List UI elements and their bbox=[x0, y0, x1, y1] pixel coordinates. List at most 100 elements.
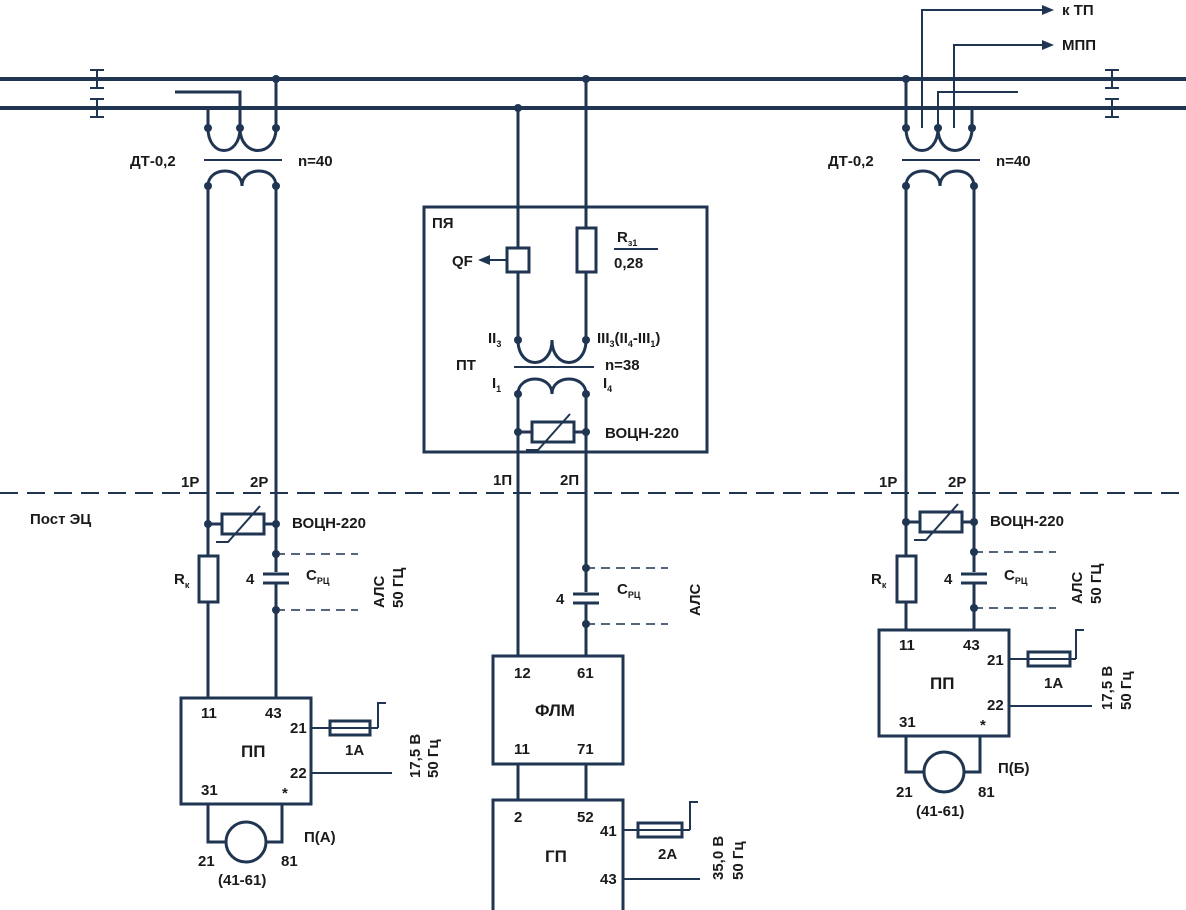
rails bbox=[0, 69, 1186, 118]
right-choke-transformer bbox=[902, 5, 1054, 190]
left-resistor-rk bbox=[197, 554, 220, 604]
left-pp-star: * bbox=[282, 785, 288, 802]
left-pp-pin-43: 43 bbox=[265, 705, 282, 722]
left-pp-pin-11: 11 bbox=[201, 705, 217, 722]
left-term-2r: 2Р bbox=[250, 474, 268, 491]
left-als-freq: 50 ГЦ bbox=[390, 568, 407, 608]
output-ktp-label: к ТП bbox=[1062, 2, 1094, 19]
left-cap-num: 4 bbox=[246, 571, 255, 588]
right-pp-pin-11: 11 bbox=[899, 637, 915, 654]
pt-iii3-label: III3(II4-III1) bbox=[597, 330, 660, 349]
left-relay-coil bbox=[224, 820, 268, 864]
gp-pin-43: 43 bbox=[600, 871, 617, 888]
left-choke-transformer bbox=[175, 75, 282, 190]
left-relay-pin-21: 21 bbox=[198, 853, 215, 870]
center-supply-volt: 35,0 В bbox=[710, 836, 727, 880]
insulating-joint-right bbox=[1105, 69, 1119, 118]
center-supply-freq: 50 Гц bbox=[730, 841, 747, 880]
pya-title: ПЯ bbox=[432, 215, 454, 232]
left-term-1r: 1Р bbox=[181, 474, 199, 491]
left-varistor bbox=[204, 505, 280, 543]
left-relay-pin-81: 81 bbox=[281, 853, 298, 870]
center-term-2p: 2П bbox=[560, 472, 579, 489]
right-pp-box bbox=[877, 628, 1011, 738]
qf-breaker bbox=[505, 246, 531, 274]
right-crc-label: СРЦ bbox=[1004, 567, 1028, 586]
right-als-label: АЛС bbox=[1069, 571, 1086, 604]
left-pp-pin-31: 31 bbox=[201, 782, 218, 799]
flm-pin-12: 12 bbox=[514, 665, 531, 682]
left-dt-label: ДТ-0,2 bbox=[130, 153, 176, 170]
right-als-freq: 50 ГЦ bbox=[1088, 564, 1105, 604]
right-cap-num: 4 bbox=[944, 571, 953, 588]
right-fuse-label: 1А bbox=[1044, 675, 1063, 692]
insulating-joint-left bbox=[90, 69, 104, 118]
flm-name: ФЛМ bbox=[535, 701, 575, 720]
left-pp-pin-21: 21 bbox=[290, 720, 307, 737]
flm-pin-61: 61 bbox=[577, 665, 594, 682]
qf-label: QF bbox=[452, 253, 473, 270]
right-pp-pin-22: 22 bbox=[987, 697, 1004, 714]
pt-ii3-label: II3 bbox=[488, 330, 501, 349]
pya-varistor bbox=[514, 413, 590, 451]
right-pp-pin-21: 21 bbox=[987, 652, 1004, 669]
left-capacitor bbox=[262, 550, 290, 614]
left-rk-label: Rк bbox=[174, 571, 190, 590]
left-fuse-label: 1А bbox=[345, 742, 364, 759]
output-mpp-label: МПП bbox=[1062, 37, 1096, 54]
gp-pin-41: 41 bbox=[600, 823, 617, 840]
right-relay-name: П(Б) bbox=[998, 760, 1030, 777]
right-vocn-label: ВОЦН-220 bbox=[990, 513, 1064, 530]
gp-name: ГП bbox=[545, 847, 567, 866]
right-pp-name: ПП bbox=[930, 674, 954, 693]
flm-pin-71: 71 bbox=[577, 741, 594, 758]
pya-box bbox=[422, 205, 709, 454]
right-relay-pin-81: 81 bbox=[978, 784, 995, 801]
left-dt-ratio: n=40 bbox=[298, 153, 333, 170]
right-supply-freq: 50 Гц bbox=[1118, 671, 1135, 710]
center-crc-label: СРЦ bbox=[617, 581, 641, 600]
resistor-rz1 bbox=[575, 226, 598, 274]
center-fuse-label: 2А bbox=[658, 846, 677, 863]
flm-box bbox=[491, 654, 625, 766]
left-relay-name: П(А) bbox=[304, 829, 336, 846]
gp-pin-52: 52 bbox=[577, 809, 594, 826]
left-supply-freq: 50 Гц bbox=[425, 739, 442, 778]
right-varistor bbox=[902, 503, 978, 541]
right-term-2r: 2Р bbox=[948, 474, 966, 491]
left-relay-code: (41-61) bbox=[218, 872, 266, 889]
right-pp-star: * bbox=[980, 717, 986, 734]
left-pp-name: ПП bbox=[241, 742, 265, 761]
pt-ratio: n=38 bbox=[605, 357, 640, 374]
left-vocn-label: ВОЦН-220 bbox=[292, 515, 366, 532]
flm-pin-11: 11 bbox=[514, 741, 530, 758]
rz1-value: 0,28 bbox=[614, 255, 643, 272]
right-relay-code: (41-61) bbox=[916, 803, 964, 820]
right-pp-pin-31: 31 bbox=[899, 714, 916, 731]
rz1-label: Rз1 bbox=[617, 229, 637, 248]
pt-transformer bbox=[514, 336, 594, 398]
center-als-label: АЛС bbox=[687, 583, 704, 616]
gp-pin-2: 2 bbox=[514, 809, 522, 826]
right-term-1r: 1Р bbox=[879, 474, 897, 491]
post-label: Пост ЭЦ bbox=[30, 511, 91, 528]
right-pp-pin-43: 43 bbox=[963, 637, 980, 654]
right-relay-coil bbox=[922, 750, 966, 794]
pya-vocn-label: ВОЦН-220 bbox=[605, 425, 679, 442]
pt-i4-label: I4 bbox=[603, 375, 612, 394]
left-supply-volt: 17,5 В bbox=[407, 734, 424, 778]
left-pp-box bbox=[179, 696, 313, 806]
right-dt-ratio: n=40 bbox=[996, 153, 1031, 170]
left-crc-label: СРЦ bbox=[306, 567, 330, 586]
center-term-1p: 1П bbox=[493, 472, 512, 489]
right-resistor-rk bbox=[895, 554, 918, 604]
gp-box bbox=[491, 798, 625, 910]
left-pp-pin-22: 22 bbox=[290, 765, 307, 782]
right-supply-volt: 17,5 В bbox=[1099, 666, 1116, 710]
pt-i1-label: I1 bbox=[492, 375, 501, 394]
right-relay-pin-21: 21 bbox=[896, 784, 913, 801]
right-rk-label: Rк bbox=[871, 571, 887, 590]
right-dt-label: ДТ-0,2 bbox=[828, 153, 874, 170]
center-cap-num: 4 bbox=[556, 591, 565, 608]
